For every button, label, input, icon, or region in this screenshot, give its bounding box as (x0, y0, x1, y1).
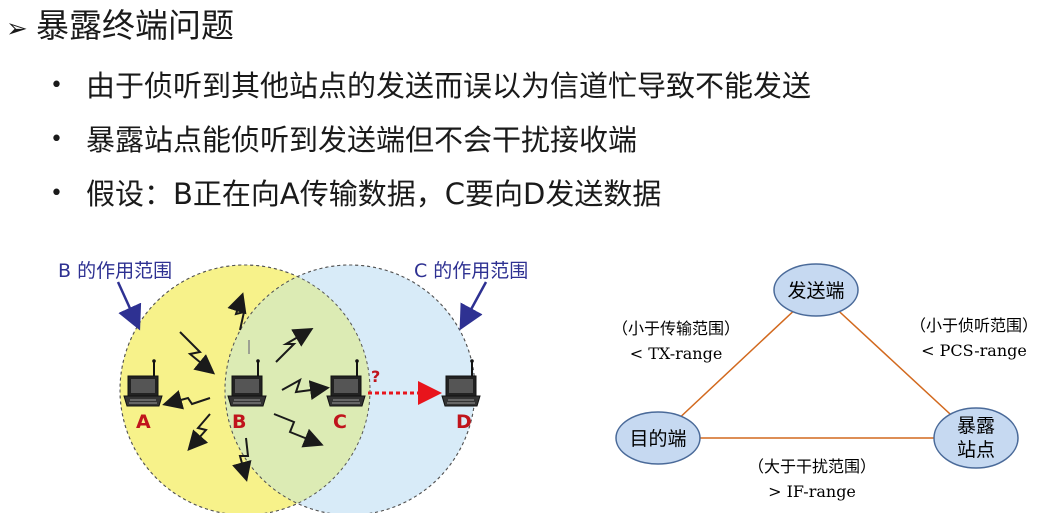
edge-bottom-label-line2: > IF-range (768, 482, 856, 501)
range-b-label: B 的作用范围 (58, 260, 172, 282)
bullet-dot-icon: • (50, 73, 63, 98)
node-exposed-label-line1: 暴露 (957, 415, 995, 437)
node-receiver-label: 目的端 (629, 428, 686, 450)
station-a-label: A (136, 411, 151, 433)
node-exposed-label-line2: 站点 (957, 439, 995, 461)
bullet-text: 假设：B正在向A传输数据，C要向D发送数据 (86, 177, 662, 211)
signal-bolt-icon (227, 292, 247, 331)
signal-bolt-icon (179, 331, 216, 375)
title-arrow-icon: ➢ (6, 14, 28, 44)
range-c-label: C 的作用范围 (414, 260, 528, 282)
edge-sender-exposed (815, 289, 977, 439)
bullet-item: • 由于侦听到其他站点的发送而误以为信道忙导致不能发送 (50, 66, 811, 106)
slide-title: ➢ 暴露终端问题 (6, 4, 234, 51)
node-sender (773, 263, 859, 317)
signal-bolt-icon (162, 390, 211, 410)
bullet-dot-icon: • (50, 181, 63, 206)
edge-right-label-line1: （小于侦听范围） (910, 316, 1038, 335)
node-sender-label: 发送端 (787, 280, 844, 302)
signal-bolt-icon (232, 437, 252, 482)
range-c-pointer-arrow (459, 281, 488, 331)
signal-bolts (162, 292, 330, 482)
question-mark: ? (371, 367, 380, 386)
edge-right-label-line2: < PCS-range (921, 341, 1027, 360)
station-c-label: C (333, 411, 347, 433)
station-b-label: B (232, 411, 246, 433)
station-d-label: D (456, 411, 472, 433)
signal-bolt-icon (275, 327, 314, 363)
bullet-text: 由于侦听到其他站点的发送而误以为信道忙导致不能发送 (86, 69, 812, 103)
exposed-terminal-diagram: B 的作用范围 C 的作用范围 A B C D ? (58, 260, 528, 513)
edge-sender-receiver (657, 289, 817, 439)
edge-left-label-line1: （小于传输范围） (612, 319, 740, 338)
range-b-pointer-arrow (116, 281, 142, 331)
signal-bolt-icon (273, 413, 324, 448)
bullet-item: • 暴露站点能侦听到发送端但不会干扰接收端 (50, 120, 637, 160)
title-text: 暴露终端问题 (36, 6, 234, 45)
range-relationship-diagram: 发送端 目的端 暴露 站点 （小于传输范围） < TX-range （小于侦听范… (612, 263, 1038, 501)
bullet-text: 暴露站点能侦听到发送端但不会干扰接收端 (86, 123, 638, 157)
bullet-dot-icon: • (50, 127, 63, 152)
signal-bolt-icon (281, 377, 330, 401)
node-receiver (615, 411, 701, 465)
node-exposed (933, 407, 1019, 469)
edge-bottom-label-line1: （大于干扰范围） (748, 457, 876, 476)
bullet-item: • 假设：B正在向A传输数据，C要向D发送数据 (50, 174, 661, 214)
edge-left-label-line2: < TX-range (630, 344, 723, 363)
signal-bolt-icon (187, 413, 211, 451)
